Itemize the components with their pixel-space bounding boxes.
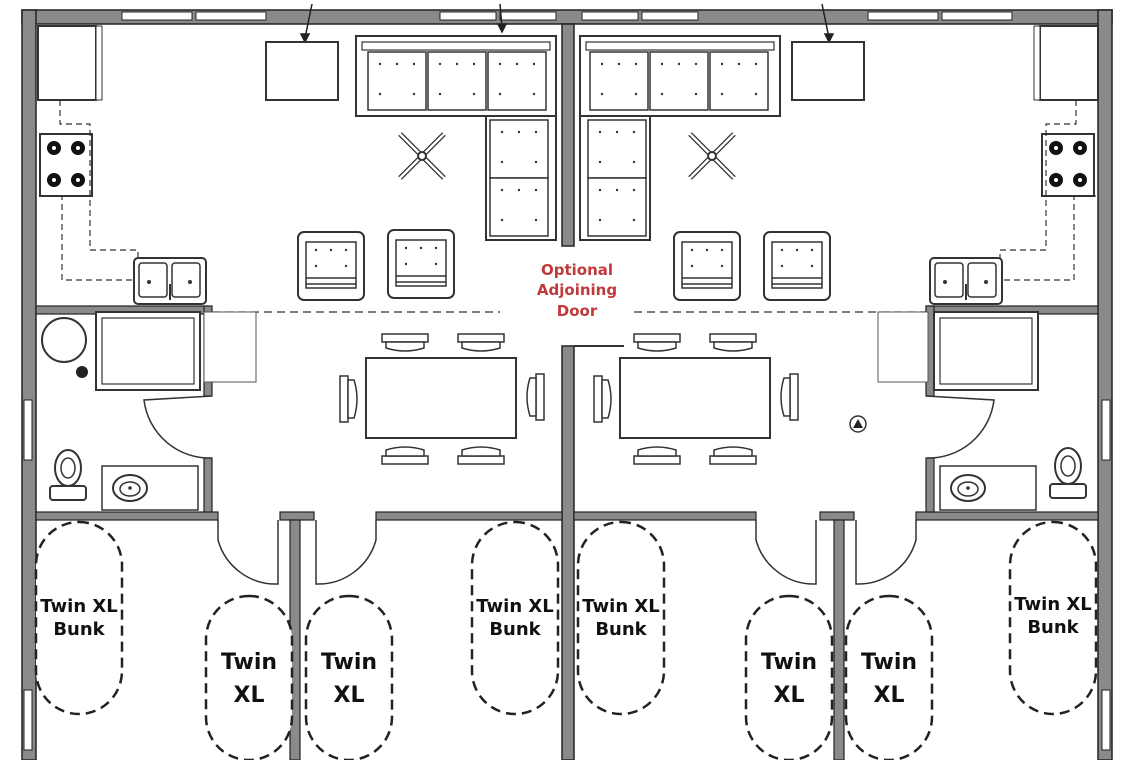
bed-label-line: Bunk [1027,616,1079,638]
bed-label-line: Bunk [53,618,105,640]
kitchen-left [37,25,207,305]
sectional-sofa-left [355,35,557,241]
armchair [673,231,741,301]
interior-walls [35,305,1099,760]
bed-label-line: Bunk [595,618,647,640]
bed-label-bunk: Twin XL Bunk [470,596,560,641]
door-swings [143,345,995,585]
bed-label-line: Twin XL [582,596,660,617]
beds [34,520,1098,760]
bed-label-twin: Twin XL [209,646,289,712]
bed-label-twin: Twin XL [309,646,389,712]
tv-stands [265,41,865,101]
bed-label-line: XL [333,683,365,708]
dining-table-right [593,333,799,465]
bed-label-bunk: Twin XL Bunk [1008,594,1098,639]
annotation-line: Door [556,301,598,320]
bed-label-line: Twin [220,650,278,675]
ceiling-fan-right-icon [690,134,734,178]
bed-label-line: Twin XL [40,596,118,617]
annotation-line: Adjoining [536,281,618,300]
windows-side [23,399,1111,751]
kitchen-right [929,25,1099,305]
bed-label-line: Twin [760,650,818,675]
armchair [387,229,455,299]
outer-walls [21,9,1113,760]
center-wall [561,23,575,760]
bed-label-line: XL [773,683,805,708]
dining-table-left [339,333,545,465]
bed-label-twin: Twin XL [849,646,929,712]
bathroom-right [849,311,1087,511]
optional-adjoining-door-label: Optional Adjoining Door [522,260,632,321]
sectional-sofa-right [579,35,781,241]
bed-label-line: Twin [320,650,378,675]
bed-label-line: XL [873,683,905,708]
bed-label-line: Twin XL [476,596,554,617]
armchair [763,231,831,301]
annotation-line: Optional [540,261,614,279]
bed-label-line: Twin [860,650,918,675]
bed-label-twin: Twin XL [749,646,829,712]
armchair [297,231,365,301]
vent-arrows [299,3,835,44]
bed-label-line: XL [233,683,265,708]
bathroom-left [41,311,257,511]
bed-label-line: Twin XL [1014,594,1092,615]
windows-top [121,11,1013,21]
ceiling-fan-left-icon [400,134,444,178]
bed-label-bunk: Twin XL Bunk [576,596,666,641]
bed-label-line: Bunk [489,618,541,640]
bed-label-bunk: Twin XL Bunk [34,596,124,641]
